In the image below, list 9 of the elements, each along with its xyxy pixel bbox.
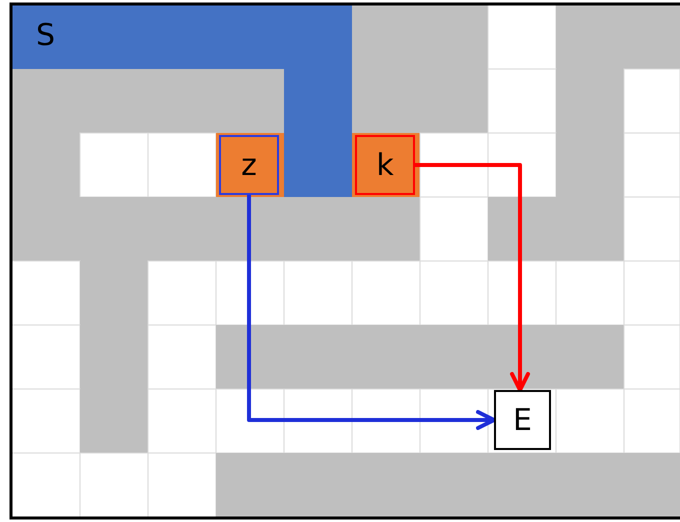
arrow: [247, 195, 496, 430]
cell-box: [355, 135, 415, 195]
cell-letter: E: [513, 402, 532, 438]
start-letter: S: [36, 18, 56, 53]
cell-letter: z: [241, 148, 257, 182]
cell-letter: k: [376, 148, 394, 182]
cell-box: [494, 390, 551, 450]
cell-box: [219, 135, 279, 195]
arrow: [415, 163, 530, 392]
